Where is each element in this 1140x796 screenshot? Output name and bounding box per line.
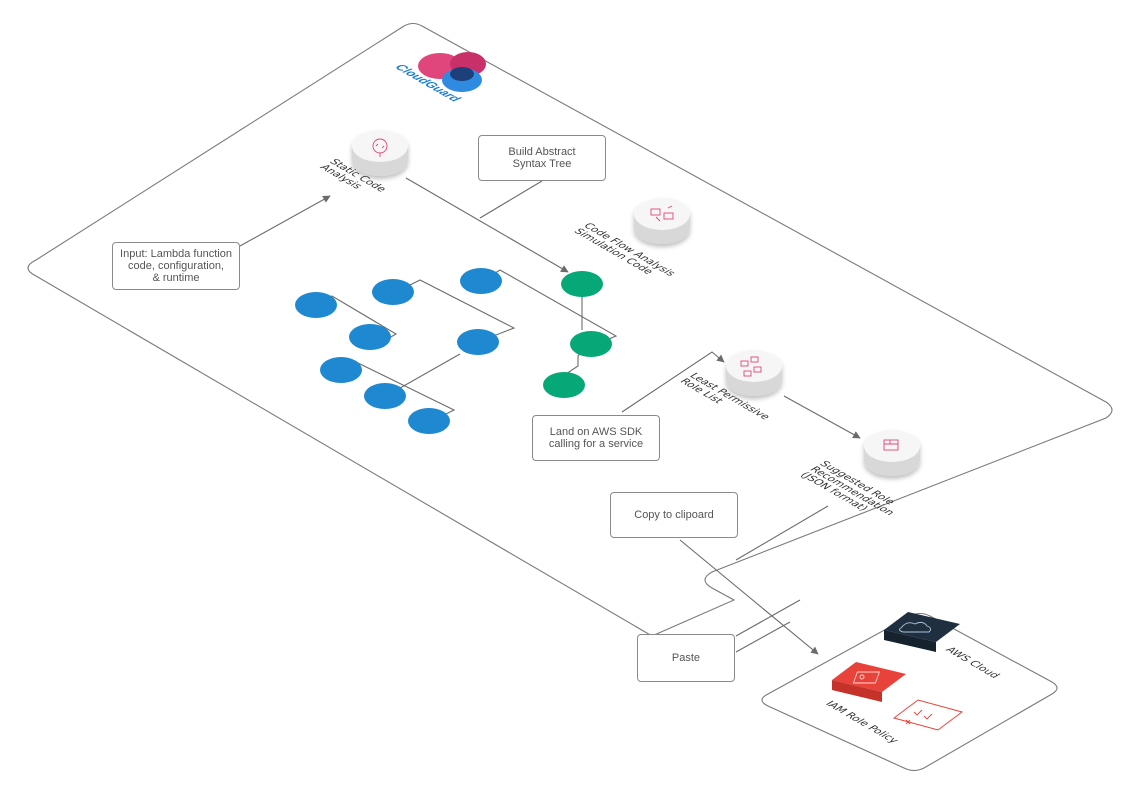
ast-node — [349, 324, 391, 350]
role-list-icon — [726, 350, 782, 396]
code-flow-icon — [634, 198, 690, 244]
ast-box: Build Abstract Syntax Tree — [478, 135, 606, 181]
input-label: Input: Lambda function code, configurati… — [120, 248, 232, 284]
ast-label: Build Abstract Syntax Tree — [508, 146, 576, 170]
aws-sdk-label: Land on AWS SDK calling for a service — [548, 426, 644, 450]
aws-sdk-box: Land on AWS SDK calling for a service — [532, 415, 660, 461]
paste-to-platform-line — [735, 599, 801, 637]
syntax-tree-nodes — [295, 268, 502, 434]
recommendation-to-copy-line — [735, 505, 829, 561]
policy-document-icon — [832, 662, 906, 702]
role-recommendation-icon — [864, 430, 920, 476]
ast-connector — [479, 180, 543, 219]
cloud-icon — [884, 612, 960, 652]
ast-node — [320, 357, 362, 383]
roles-to-recommendation-arrow — [783, 395, 861, 439]
paste-box: Paste — [637, 634, 735, 682]
ast-node — [295, 292, 337, 318]
ast-node — [408, 408, 450, 434]
input-to-static-arrow — [239, 195, 331, 247]
ast-node — [460, 268, 502, 294]
checklist-icon — [892, 699, 964, 731]
copy-box: Copy to clipoard — [610, 492, 738, 538]
ast-node — [364, 383, 406, 409]
input-box: Input: Lambda function code, configurati… — [112, 242, 240, 290]
paste-label: Paste — [671, 652, 701, 664]
main-platform — [27, 22, 1113, 637]
flow-node — [570, 331, 612, 357]
copy-to-target-arrow — [679, 539, 819, 655]
ast-node — [372, 279, 414, 305]
cloudguard-logo — [418, 52, 486, 92]
ast-node — [457, 329, 499, 355]
static-to-flow-arrow — [405, 177, 569, 273]
copy-label: Copy to clipoard — [634, 509, 714, 521]
code-review-icon — [352, 130, 408, 176]
flow-node — [543, 372, 585, 398]
target-platform — [761, 612, 1058, 772]
sdk-to-roles-arrow — [621, 351, 725, 413]
flow-nodes — [543, 271, 612, 398]
paste-to-platform-line-2 — [735, 621, 791, 653]
flow-node — [561, 271, 603, 297]
